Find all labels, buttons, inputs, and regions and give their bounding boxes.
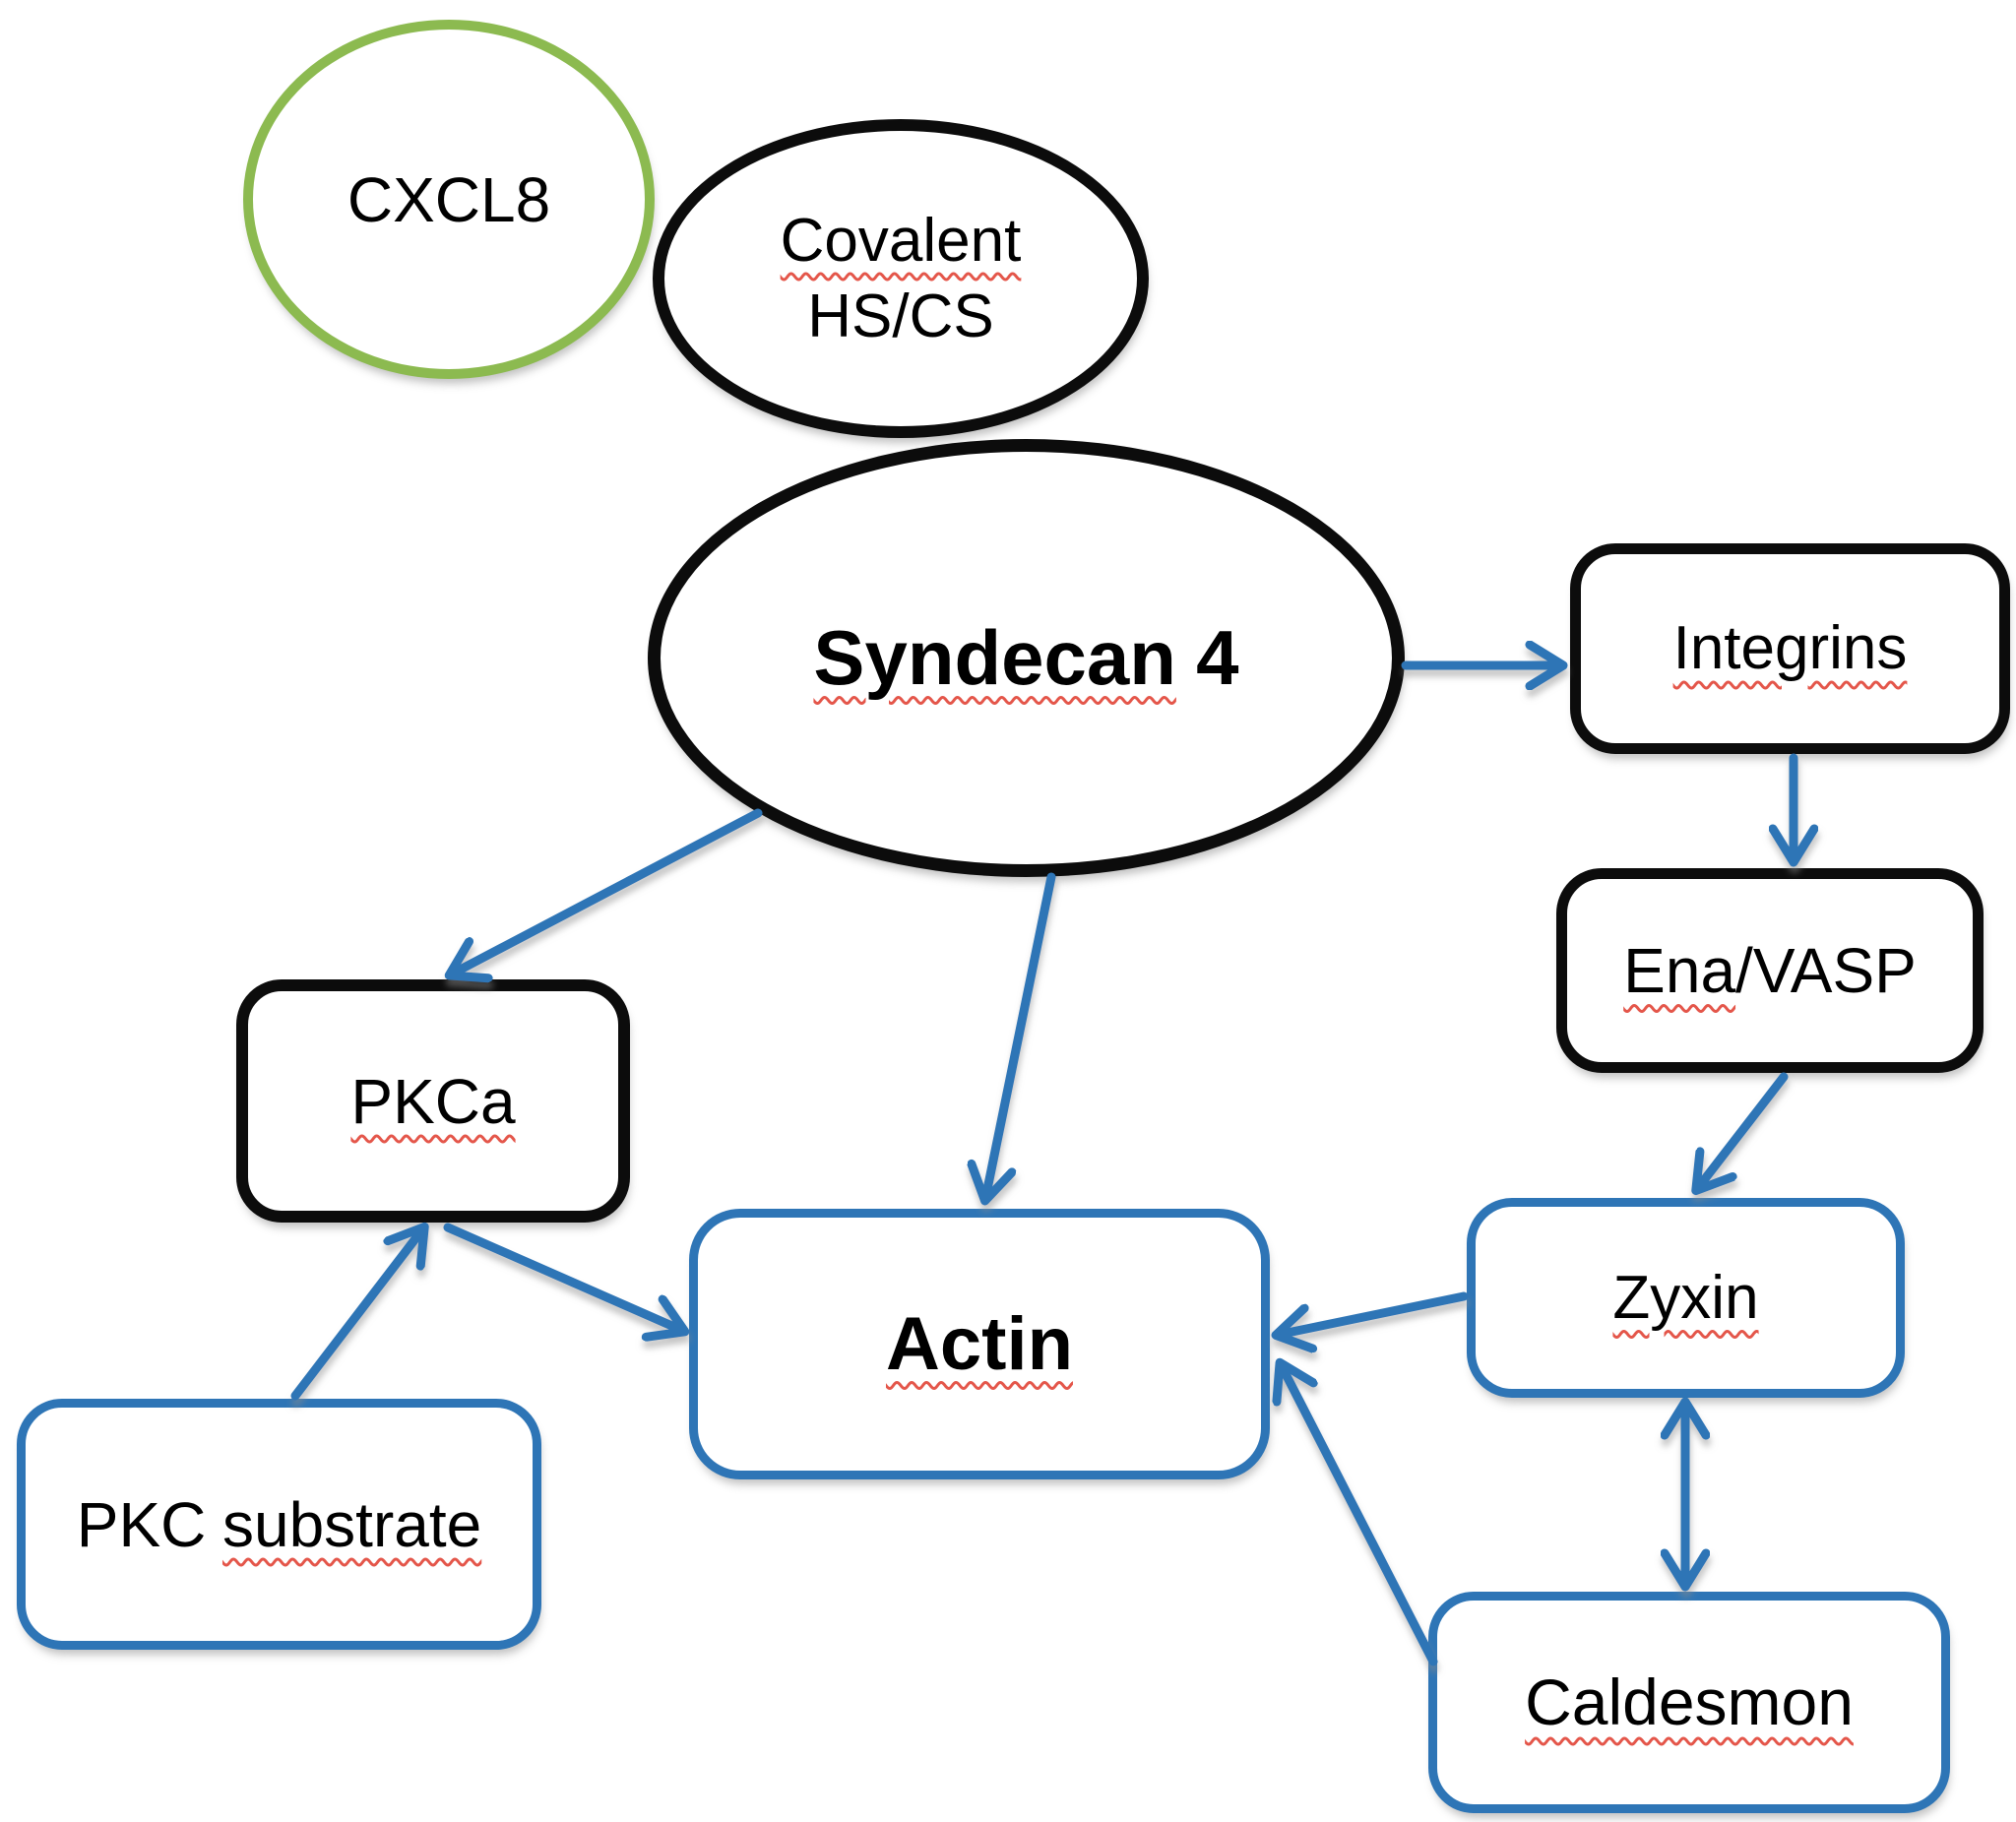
node-covalent-hs-cs: Covalent HS/CS bbox=[653, 119, 1149, 438]
arrow-syndecan4-to-actin bbox=[985, 872, 1056, 1199]
arrow-pkca-to-actin bbox=[443, 1223, 683, 1331]
node-zyxin-label: Zyxin bbox=[1612, 1263, 1759, 1332]
node-integrins: Integrins bbox=[1570, 543, 2010, 754]
node-cxcl8: CXCL8 bbox=[243, 20, 655, 379]
node-integrins-label: Integrins bbox=[1672, 614, 1908, 683]
arrow-syndecan4-to-pkca bbox=[451, 808, 763, 974]
node-cxcl8-label: CXCL8 bbox=[346, 163, 551, 235]
arrow-zyxin-to-actin bbox=[1278, 1291, 1469, 1335]
node-ena-vasp-label: Ena/VASP bbox=[1623, 935, 1917, 1006]
arrow-caldesmon-to-actin bbox=[1281, 1364, 1438, 1666]
node-caldesmon: Caldesmon bbox=[1428, 1592, 1950, 1813]
node-pkca-label: PKCa bbox=[350, 1065, 516, 1137]
node-ena-vasp: Ena/VASP bbox=[1556, 868, 1984, 1073]
node-actin-label: Actin bbox=[886, 1302, 1073, 1386]
node-covalent-hs-cs-label: Covalent HS/CS bbox=[780, 206, 1022, 351]
node-pkca: PKCa bbox=[236, 979, 630, 1223]
node-caldesmon-label: Caldesmon bbox=[1525, 1665, 1854, 1739]
node-actin: Actin bbox=[689, 1209, 1270, 1479]
node-zyxin: Zyxin bbox=[1467, 1198, 1905, 1398]
arrow-ena-vasp-to-zyxin bbox=[1697, 1072, 1789, 1189]
arrow-pkc-substrate-to-pkca bbox=[290, 1228, 423, 1401]
